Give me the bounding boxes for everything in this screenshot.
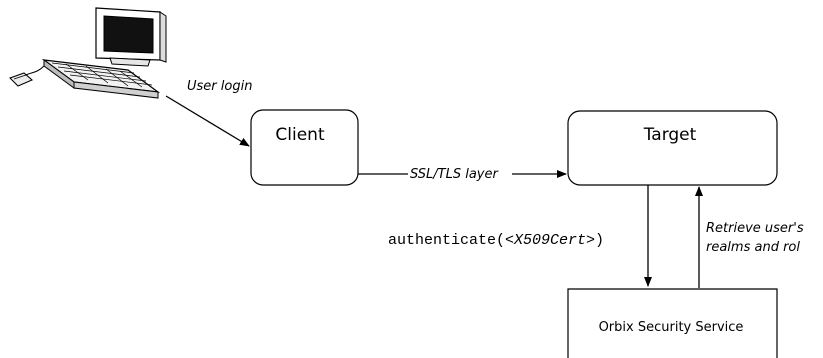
user-login-arrow [165,95,250,147]
ssl-layer-label: SSL/TLS layer [410,167,500,182]
security-service-label: Orbix Security Service [599,320,744,335]
client-box [250,109,359,186]
retrieve-label-line2: realms and rol [706,240,800,255]
target-box [567,110,778,186]
retrieve-label-line1: Retrieve user's [706,221,804,236]
client-label: Client [275,125,325,145]
authenticate-call-label: authenticate(<X509Cert>) [388,232,604,249]
user-login-label: User login [187,79,252,94]
target-label: Target [643,125,697,145]
security-service-box [567,288,778,358]
computer-workstation-icon [8,7,167,99]
